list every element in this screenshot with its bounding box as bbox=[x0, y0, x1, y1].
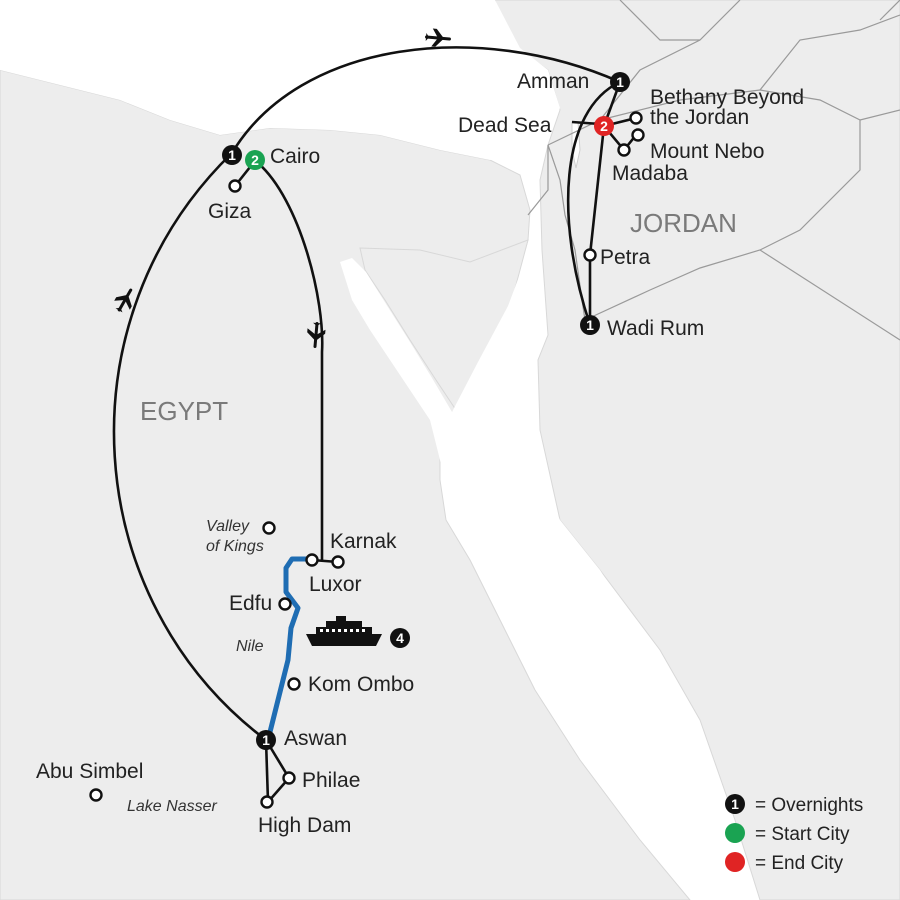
stop-high-dam bbox=[260, 795, 274, 809]
label-bethany-2: the Jordan bbox=[650, 106, 749, 129]
stop-edfu bbox=[278, 597, 292, 611]
cruise-ship-icon bbox=[306, 616, 382, 646]
svg-text:2: 2 bbox=[600, 118, 608, 134]
start-city-cairo: 2 bbox=[245, 150, 265, 170]
label-nile: Nile bbox=[236, 638, 264, 655]
airplane-icon bbox=[307, 322, 326, 348]
label-luxor: Luxor bbox=[309, 573, 362, 596]
overnight-aswan: 1 bbox=[256, 730, 276, 750]
label-aswan: Aswan bbox=[284, 727, 347, 750]
label-philae: Philae bbox=[302, 769, 360, 792]
label-valley-2: of Kings bbox=[206, 538, 264, 555]
label-kom-ombo: Kom Ombo bbox=[308, 673, 414, 696]
stop-mount-nebo bbox=[631, 128, 645, 142]
flight-aswan-cairo bbox=[112, 152, 267, 742]
stop-bethany bbox=[629, 111, 643, 125]
legend-overnights-label: = Overnights bbox=[755, 795, 863, 816]
label-giza: Giza bbox=[208, 200, 252, 223]
stop-abu-simbel bbox=[89, 788, 103, 802]
stop-markers bbox=[89, 111, 645, 809]
label-mount-nebo: Mount Nebo bbox=[650, 140, 764, 163]
legend-start-marker bbox=[725, 823, 745, 843]
legend-end-label: = End City bbox=[755, 853, 844, 874]
label-amman: Amman bbox=[517, 70, 589, 93]
stop-luxor bbox=[305, 553, 319, 567]
overnight-wadi-rum: 1 bbox=[580, 315, 600, 335]
svg-text:1: 1 bbox=[228, 147, 236, 163]
legend-start-label: = Start City bbox=[755, 824, 850, 845]
label-karnak: Karnak bbox=[330, 530, 397, 553]
stop-karnak bbox=[331, 555, 345, 569]
label-bethany-1: Bethany Beyond bbox=[650, 86, 804, 109]
flight-giza-luxor bbox=[257, 162, 324, 560]
country-label-jordan: JORDAN bbox=[630, 208, 737, 238]
svg-text:1: 1 bbox=[731, 796, 739, 812]
cruise-overnight-count: 4 bbox=[396, 630, 404, 646]
stop-philae bbox=[282, 771, 296, 785]
flight-cairo-amman bbox=[230, 46, 621, 154]
svg-text:1: 1 bbox=[262, 732, 270, 748]
stop-petra bbox=[583, 248, 597, 262]
overnight-cairo: 1 bbox=[222, 145, 242, 165]
airplane-icon bbox=[425, 28, 451, 47]
label-wadi-rum: Wadi Rum bbox=[607, 317, 704, 340]
svg-text:2: 2 bbox=[251, 152, 259, 168]
stop-madaba bbox=[617, 143, 631, 157]
label-edfu: Edfu bbox=[229, 592, 272, 615]
label-high-dam: High Dam bbox=[258, 814, 351, 837]
end-city-dead-sea: 2 bbox=[594, 116, 614, 136]
overnight-amman: 1 bbox=[610, 72, 630, 92]
stop-kom-ombo bbox=[287, 677, 301, 691]
label-petra: Petra bbox=[600, 246, 651, 269]
legend-overnights-marker: 1 bbox=[725, 794, 745, 814]
cruise-overnight-marker: 4 bbox=[390, 628, 410, 648]
mediterranean-sea bbox=[0, 0, 560, 160]
red-sea bbox=[340, 258, 745, 900]
airplane-icon bbox=[114, 288, 133, 313]
label-lake-nasser: Lake Nasser bbox=[127, 798, 217, 815]
stop-valley-of-kings bbox=[262, 521, 276, 535]
legend-end-marker bbox=[725, 852, 745, 872]
nile-cruise-route bbox=[265, 556, 311, 741]
label-cairo: Cairo bbox=[270, 145, 320, 168]
svg-text:1: 1 bbox=[586, 317, 594, 333]
label-valley-1: Valley bbox=[206, 518, 250, 535]
flight-routes bbox=[112, 46, 621, 742]
label-abu-simbel: Abu Simbel bbox=[36, 760, 143, 783]
map-legend: 1 = Overnights = Start City = End City bbox=[725, 794, 863, 874]
country-label-egypt: EGYPT bbox=[140, 396, 228, 426]
label-madaba: Madaba bbox=[612, 162, 688, 185]
stop-giza bbox=[228, 179, 242, 193]
country-borders bbox=[527, 0, 900, 341]
svg-text:1: 1 bbox=[616, 74, 624, 90]
label-dead-sea: Dead Sea bbox=[458, 114, 552, 137]
